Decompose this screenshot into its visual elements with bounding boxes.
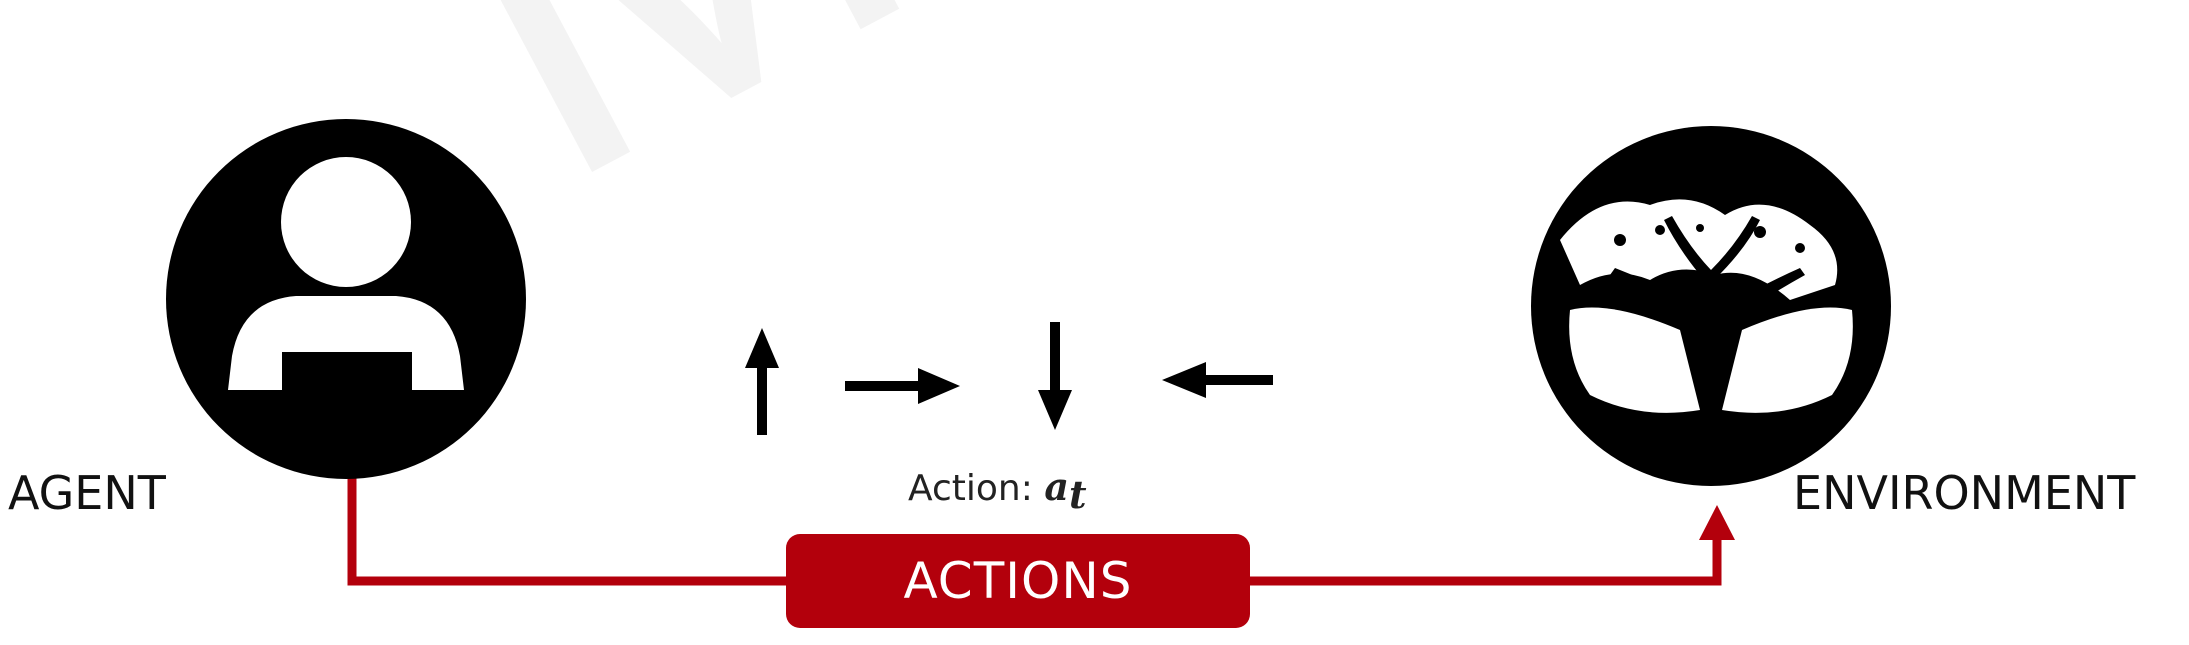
arrow-down-icon (1038, 322, 1072, 430)
actions-box: ACTIONS (786, 534, 1250, 628)
arrow-right-icon (845, 368, 960, 404)
environment-arrowhead (1699, 505, 1735, 540)
action-caption-prefix: Action: (908, 468, 1033, 509)
arrow-left-icon (1162, 362, 1273, 398)
tree-icon (1531, 126, 1891, 486)
arrow-up-icon (745, 328, 779, 435)
action-subscript: t (1068, 472, 1087, 518)
action-caption: Action: at (908, 464, 1087, 517)
action-symbol: a (1044, 464, 1069, 509)
agent-label: AGENT (8, 466, 166, 520)
actions-label: ACTIONS (903, 552, 1133, 610)
person-icon (166, 119, 526, 479)
environment-label: ENVIRONMENT (1793, 466, 2136, 520)
